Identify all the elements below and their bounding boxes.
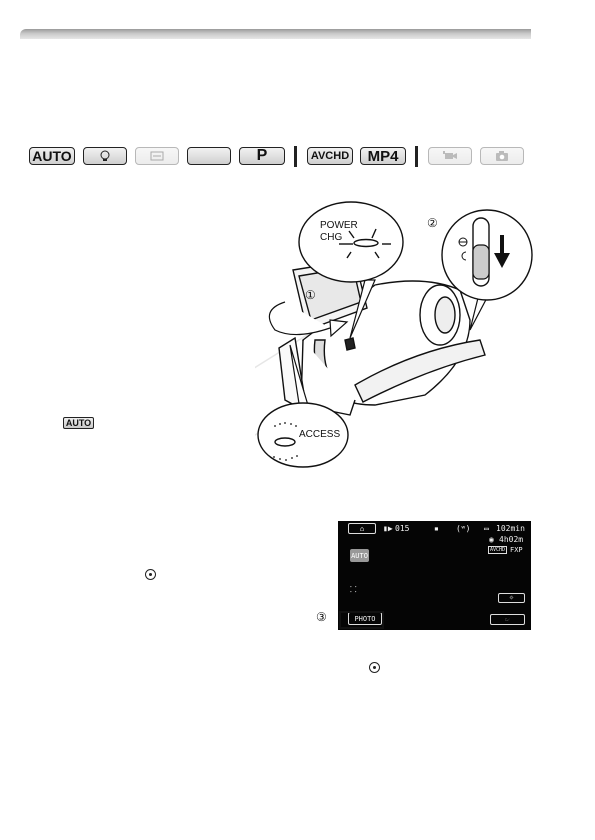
camcorder-illustration: POWER CHG ACCESS ① ② bbox=[154, 190, 535, 470]
record-time: 4h02m bbox=[499, 535, 524, 544]
mode-cinema bbox=[83, 147, 127, 165]
mode-p: P bbox=[239, 147, 285, 165]
auto-mode-badge-label: AUTO bbox=[351, 551, 368, 560]
mode-blank bbox=[187, 147, 231, 165]
home-icon: ⌂ bbox=[359, 524, 365, 533]
format-badge: AVCHD bbox=[488, 546, 508, 554]
mode-separator bbox=[294, 146, 297, 167]
callout-3: ③ bbox=[316, 610, 327, 624]
light-button: ☼ bbox=[498, 593, 525, 603]
shots-remaining: 015 bbox=[395, 524, 410, 533]
inline-auto-mode-icon: AUTO bbox=[63, 417, 94, 429]
face-detect-icon: ⸬ bbox=[350, 585, 357, 594]
record-media-icon: ◉ bbox=[489, 535, 494, 544]
joystick-icon bbox=[369, 662, 380, 673]
joystick-icon bbox=[145, 569, 156, 580]
auto-mode-badge: AUTO bbox=[350, 549, 369, 562]
power-indicator-rays bbox=[339, 228, 391, 259]
access-label: ACCESS bbox=[299, 429, 341, 440]
access-led bbox=[274, 437, 296, 447]
mode-mp4-label: MP4 bbox=[367, 147, 399, 165]
shortcut-button: ☞ bbox=[490, 614, 525, 625]
inline-auto-label: AUTO bbox=[65, 418, 92, 428]
power-label: POWER bbox=[320, 220, 358, 231]
photo-button-label: PHOTO bbox=[354, 614, 376, 623]
home-button: ⌂ bbox=[348, 523, 376, 534]
hand-icon: ☞ bbox=[505, 615, 510, 624]
battery-time: 102min bbox=[496, 524, 525, 533]
mode-avchd: AVCHD bbox=[307, 147, 353, 165]
photo-playback-icon bbox=[496, 151, 508, 161]
movie-mode-icon: ▮▶ bbox=[383, 524, 393, 533]
mode-separator bbox=[415, 146, 418, 167]
scene-icon bbox=[150, 151, 164, 161]
mode-movie-playback bbox=[428, 147, 472, 165]
callout-2: ② bbox=[427, 216, 438, 230]
card-icon: ▪ bbox=[434, 524, 439, 533]
camcorder-drawing bbox=[154, 201, 533, 468]
quality-label: FXP bbox=[510, 546, 523, 554]
section-header-bar bbox=[20, 29, 531, 39]
mode-mp4: MP4 bbox=[360, 147, 406, 165]
lightbulb-icon bbox=[100, 150, 110, 161]
battery-icon: ▭ bbox=[484, 524, 489, 533]
mode-photo-playback bbox=[480, 147, 524, 165]
mode-auto: AUTO bbox=[29, 147, 75, 165]
callout-1: ① bbox=[305, 288, 316, 302]
movie-playback-icon bbox=[443, 151, 457, 159]
photo-button-highlight bbox=[339, 611, 384, 629]
mode-scene bbox=[135, 147, 179, 165]
mode-auto-label: AUTO bbox=[32, 148, 72, 164]
mode-avchd-label: AVCHD bbox=[310, 150, 350, 162]
stabilizer-icon: (ʷ) bbox=[456, 524, 471, 533]
mode-p-label: P bbox=[256, 147, 268, 164]
light-icon: ☼ bbox=[509, 594, 514, 602]
power-led bbox=[353, 238, 379, 248]
chg-label: CHG bbox=[320, 232, 343, 243]
